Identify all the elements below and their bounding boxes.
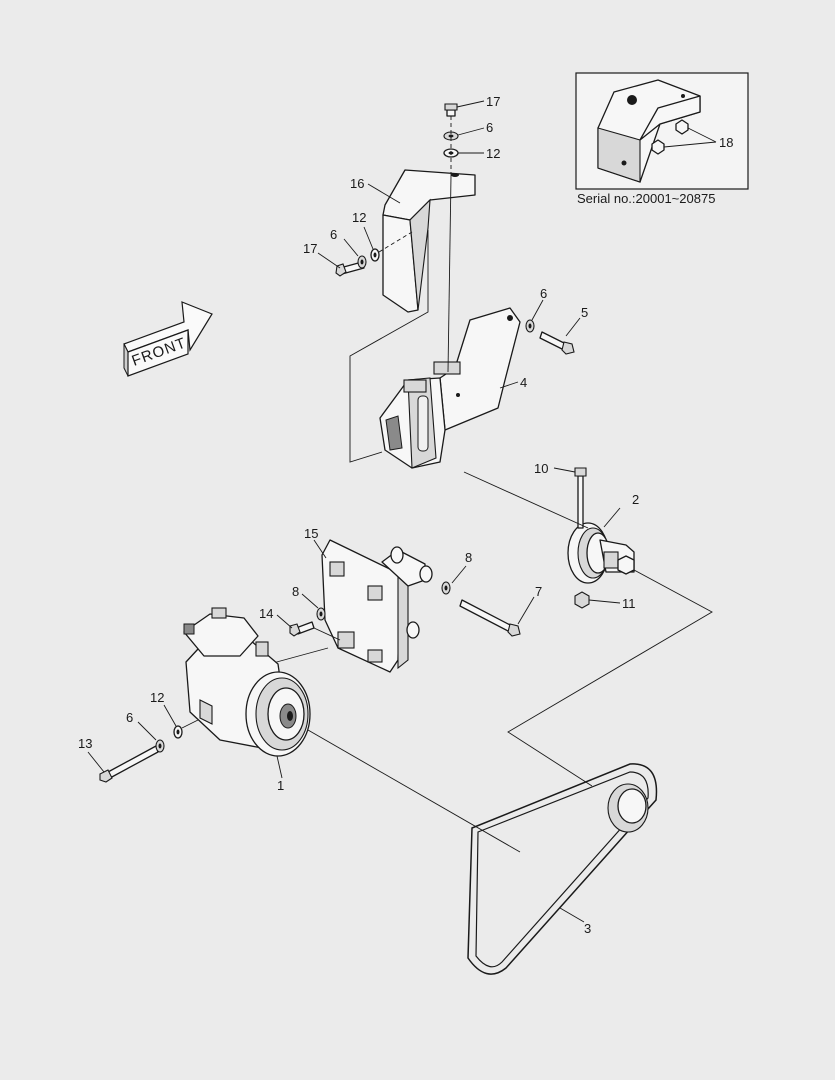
callout-8-right: 8 [465,550,472,565]
nut-11: 11 [574,591,636,611]
callout-12-left-lower: 12 [150,690,164,705]
callout-8-left: 8 [292,584,299,599]
callout-17-left: 17 [303,241,317,256]
callout-12-top: 12 [486,146,500,161]
front-direction-arrow: FRONT [123,301,213,377]
callout-14: 14 [259,606,273,621]
callout-5: 5 [581,305,588,320]
callout-4: 4 [520,375,527,390]
bolt-7: 7 [459,584,542,637]
washer-8-left: 8 [292,584,326,621]
bolt-14: 14 [259,606,315,637]
bolt-13: 13 [78,736,159,783]
callout-12-left: 12 [352,210,366,225]
callout-10: 10 [534,461,548,476]
washer-12-left: 12 [352,210,380,262]
drive-belt-3: 3 [467,763,658,975]
serial-inset: 18 Serial no.:20001~20875 [575,72,749,206]
serial-range-note: Serial no.:20001~20875 [577,191,715,206]
bolt-17-top: 17 [444,94,500,117]
bracket-16-assembly: 17 6 12 16 17 [303,94,500,313]
ac-compressor-1: 1 [183,607,311,793]
assembly-guide-top [349,230,429,463]
washer-8-right: 8 [441,550,472,595]
bracket-16: 16 [350,169,476,313]
callout-18: 18 [719,135,733,150]
callout-15: 15 [304,526,318,541]
tensioner-bracket-4: 4 [379,307,527,469]
bolt-10: 10 [534,461,587,529]
callout-7: 7 [535,584,542,599]
washer-6-right: 6 [525,286,547,333]
callout-2: 2 [632,492,639,507]
idler-pulley-2: 2 [567,492,639,584]
washer-12-left-lower: 12 [150,690,183,739]
callout-16: 16 [350,176,364,191]
assembly-guide-idler [463,471,589,529]
callout-6-left-lower: 6 [126,710,133,725]
washer-6-left: 6 [330,227,367,269]
bolt-5: 5 [539,305,588,355]
washer-12-top: 12 [443,146,500,161]
callout-1: 1 [277,778,284,793]
callout-6-top: 6 [486,120,493,135]
callout-11: 11 [622,596,636,611]
bolt-17-left: 17 [303,241,365,277]
callout-3: 3 [584,921,591,936]
callout-13: 13 [78,736,92,751]
compressor-bracket-15: 15 [304,526,433,673]
washer-6-left-lower: 6 [126,710,165,753]
callout-6-right: 6 [540,286,547,301]
callout-6-left: 6 [330,227,337,242]
callout-17-top: 17 [486,94,500,109]
